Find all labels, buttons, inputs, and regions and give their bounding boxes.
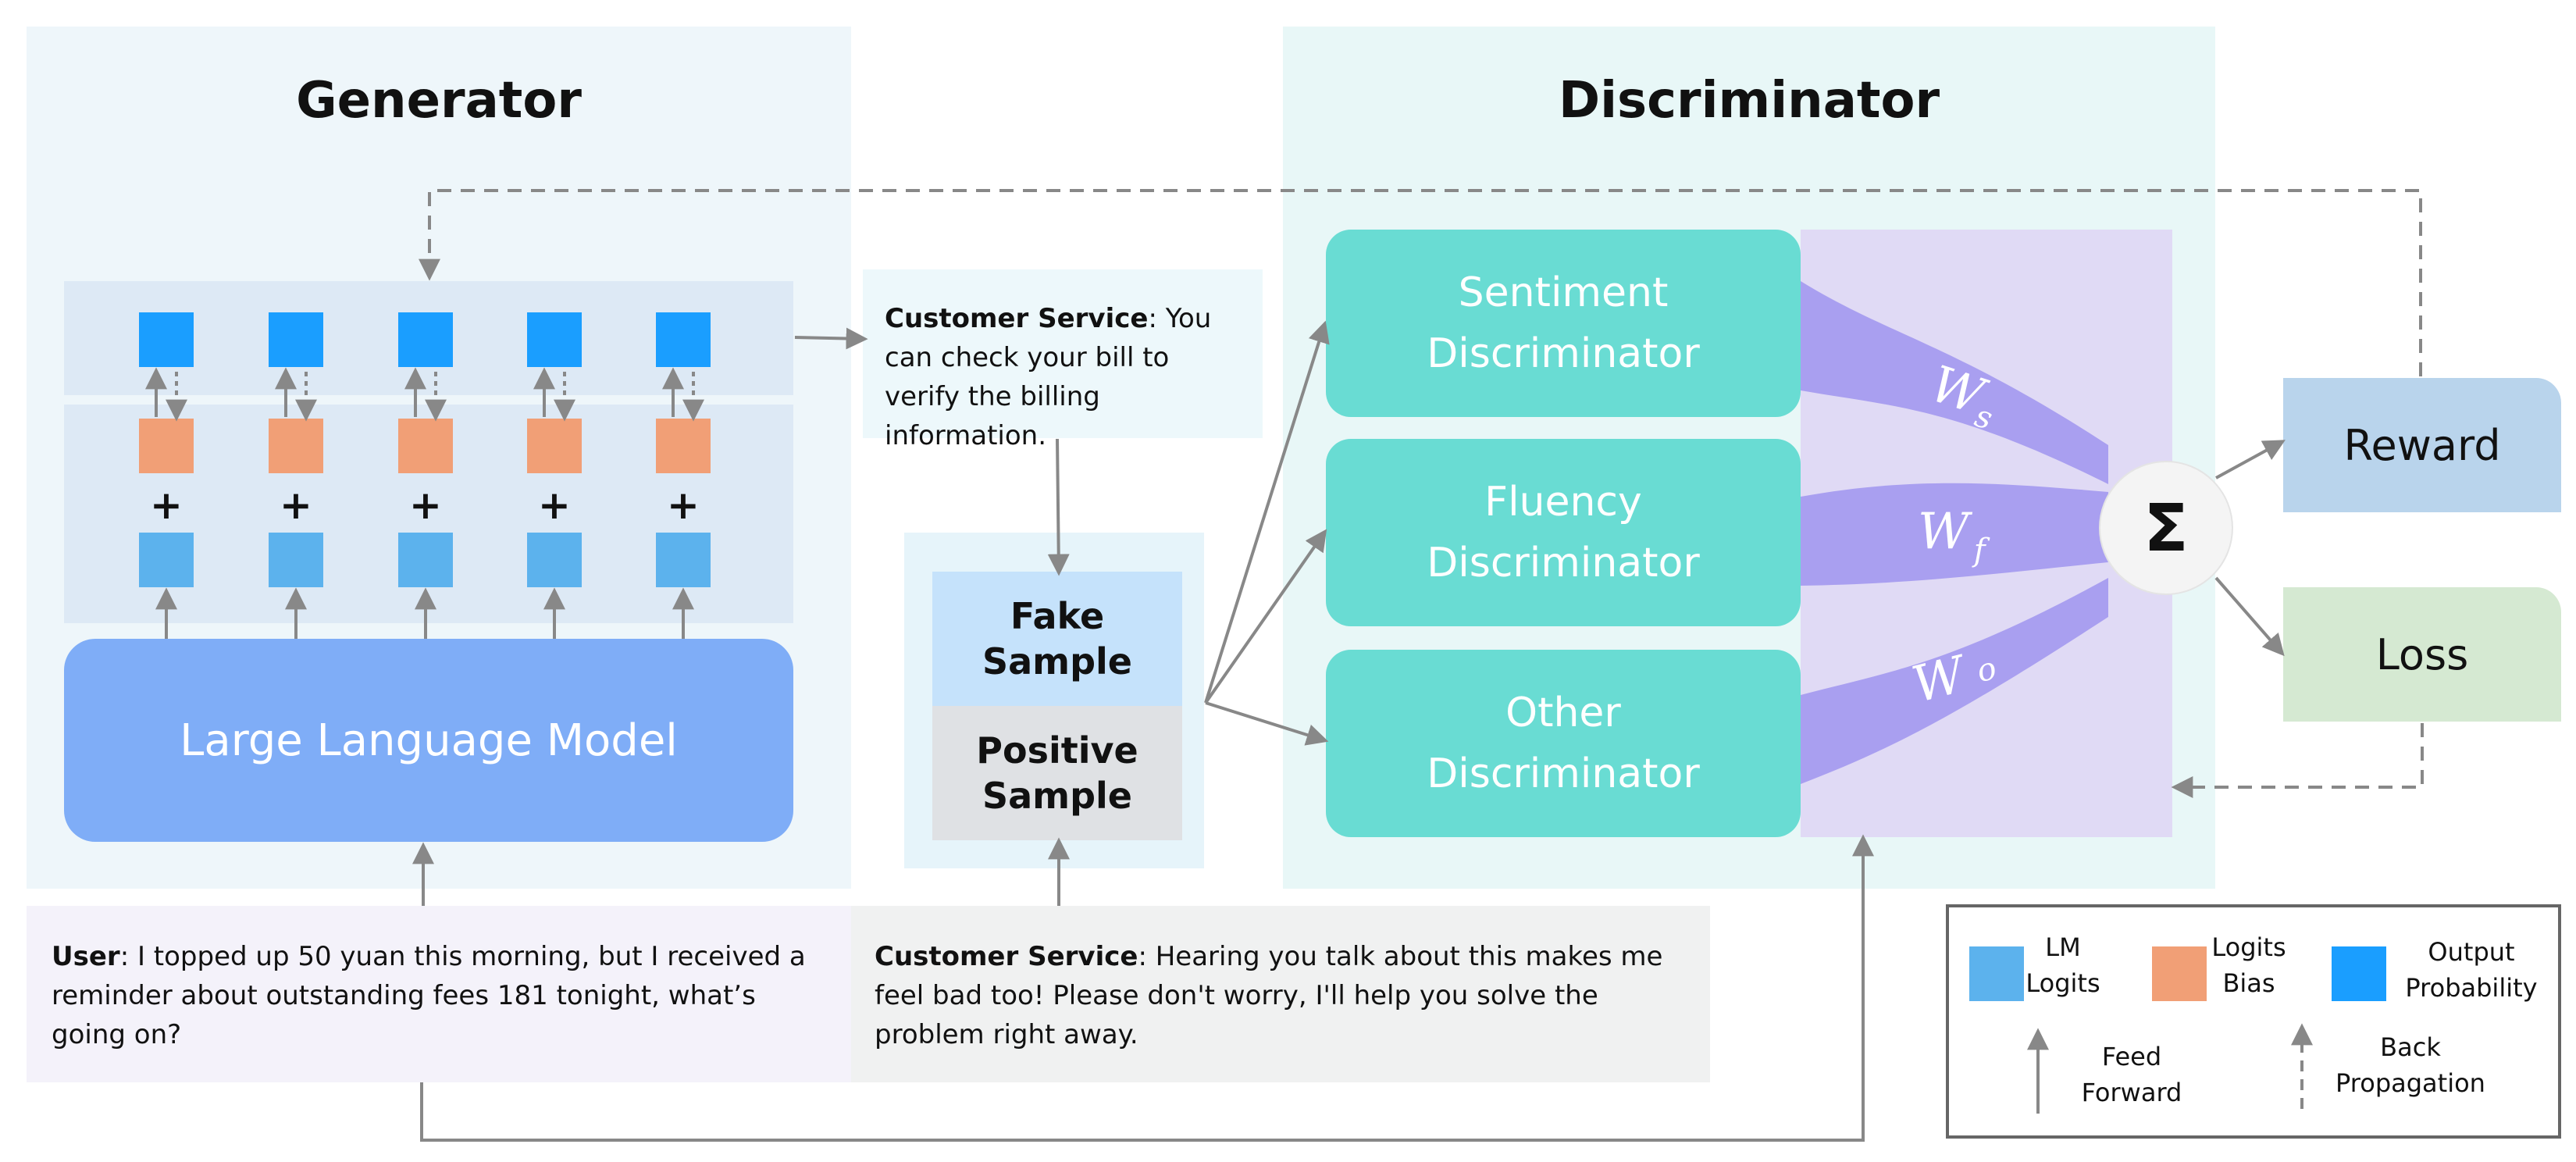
generated-response-box: Customer Service: You can check your bil… bbox=[863, 269, 1263, 451]
user-message-speaker: User bbox=[52, 941, 120, 972]
logits-bias-square bbox=[398, 419, 453, 473]
fluency-discriminator-line1: Fluency bbox=[1484, 479, 1642, 526]
lm-logits-square bbox=[656, 533, 711, 587]
arrow-sample-to-other bbox=[1205, 701, 1329, 746]
loss-box: Loss bbox=[2283, 587, 2561, 722]
fake-sample-line2: Sample bbox=[982, 640, 1132, 683]
plus-sign: + bbox=[150, 483, 183, 528]
sentiment-discriminator-line2: Discriminator bbox=[1427, 330, 1700, 377]
legend-output-probability-line1: Output bbox=[2428, 937, 2515, 967]
logits-bias-square bbox=[527, 419, 582, 473]
positive-sample-line1: Positive bbox=[976, 729, 1138, 772]
lm-logits-square bbox=[269, 533, 323, 587]
fake-sample-line1: Fake bbox=[1010, 595, 1105, 637]
legend-lm-logits-line1: LM bbox=[2045, 932, 2081, 962]
lm-logits-square bbox=[398, 533, 453, 587]
lm-logits-square bbox=[527, 533, 582, 587]
logits-bias-square bbox=[656, 419, 711, 473]
legend-logits-bias-line2: Bias bbox=[2222, 968, 2275, 998]
reference-response-text: : Hearing you talk about this makes me f… bbox=[875, 941, 1663, 1050]
other-discriminator-line1: Other bbox=[1505, 690, 1621, 736]
reference-response-box: Customer Service: Hearing you talk about… bbox=[851, 906, 1710, 1082]
legend-back-propagation-line2: Propagation bbox=[2336, 1068, 2485, 1098]
generated-response-speaker: Customer Service bbox=[885, 303, 1149, 334]
logits-bias-square bbox=[269, 419, 323, 473]
legend-feed-forward-line1: Feed bbox=[2101, 1042, 2162, 1071]
plus-sign: + bbox=[280, 483, 312, 528]
plus-sign: + bbox=[538, 483, 571, 528]
logits-bias-square bbox=[139, 419, 194, 473]
backprop-reward-to-generator bbox=[419, 189, 2422, 376]
legend-back-propagation-line1: Back bbox=[2380, 1032, 2441, 1062]
generated-response-text: : You can check your bill to verify the … bbox=[885, 303, 1212, 451]
arrow-generated-to-fake bbox=[1047, 438, 1070, 576]
discriminator-title: Discriminator bbox=[1558, 72, 1940, 130]
user-message-text: : I topped up 50 yuan this morning, but … bbox=[52, 941, 806, 1050]
weight-band-fluency bbox=[1801, 483, 2108, 586]
positive-sample-line2: Sample bbox=[982, 775, 1132, 817]
output-probability-square bbox=[269, 312, 323, 367]
output-probability-square bbox=[398, 312, 453, 367]
arrow-sample-to-sentiment bbox=[1204, 320, 1330, 704]
weight-band-other bbox=[1801, 578, 2108, 784]
output-probability-square bbox=[527, 312, 582, 367]
legend-output-probability-swatch bbox=[2332, 946, 2386, 1001]
reference-response-speaker: Customer Service bbox=[875, 941, 1138, 972]
arrow-user-to-discriminator bbox=[420, 834, 1874, 1142]
legend-lm-logits-line2: Logits bbox=[2026, 968, 2100, 998]
legend-logits-bias-line1: Logits bbox=[2211, 932, 2286, 962]
reward-box: Reward bbox=[2283, 378, 2561, 512]
sentiment-discriminator-line1: Sentiment bbox=[1458, 269, 1669, 316]
arrow-sample-to-fluency bbox=[1204, 529, 1327, 704]
plus-sign: + bbox=[667, 483, 700, 528]
large-language-model-box: Large Language Model bbox=[64, 639, 793, 842]
legend bbox=[1946, 904, 2561, 1139]
arrow-sum-to-loss bbox=[2214, 576, 2285, 657]
legend-logits-bias-swatch bbox=[2152, 946, 2207, 1001]
legend-feed-forward-line2: Forward bbox=[2081, 1078, 2182, 1107]
backprop-loss-to-discriminator bbox=[2171, 723, 2424, 798]
legend-lm-logits-swatch bbox=[1969, 946, 2024, 1001]
lm-logits-square bbox=[139, 533, 194, 587]
sum-node: Σ bbox=[2099, 461, 2233, 595]
weight-band-sentiment bbox=[1801, 281, 2108, 484]
plus-sign: + bbox=[409, 483, 442, 528]
legend-lm-logits-label: LM Logits bbox=[2016, 929, 2110, 1001]
arrow-sum-to-reward bbox=[2215, 440, 2286, 479]
other-discriminator-line2: Discriminator bbox=[1427, 750, 1700, 797]
user-message-box: User: I topped up 50 yuan this morning, … bbox=[27, 906, 851, 1082]
fluency-discriminator-line2: Discriminator bbox=[1427, 540, 1700, 586]
output-probability-square bbox=[139, 312, 194, 367]
arrow-logits-to-generated bbox=[794, 327, 868, 350]
output-probability-square bbox=[656, 312, 711, 367]
legend-output-probability-line2: Probability bbox=[2405, 973, 2538, 1003]
generator-title: Generator bbox=[296, 72, 582, 130]
